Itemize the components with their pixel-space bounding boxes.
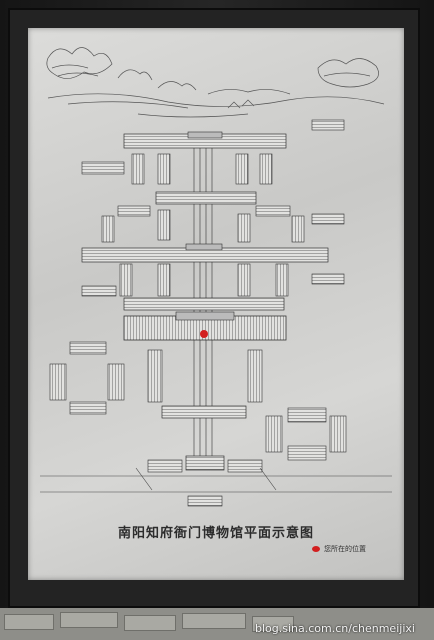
- you-are-here-marker: [200, 330, 208, 338]
- plaque-title: 南阳知府衙门博物馆平面示意图: [117, 526, 314, 541]
- map-plaque: 南阳知府衙门博物馆平面示意图 您所在的位置: [28, 28, 404, 580]
- landscape-engraving: [46, 47, 385, 118]
- legend: 您所在的位置: [312, 543, 366, 555]
- blog-watermark: blog.sina.com.cn/chenmeijixi: [255, 622, 415, 635]
- floor-plan-diagram: [40, 47, 392, 507]
- legend-label: 您所在的位置: [324, 545, 366, 553]
- sign-frame: 南阳知府衙门博物馆平面示意图 您所在的位置: [8, 8, 420, 608]
- location-dot-icon: [312, 546, 320, 552]
- pavement: [0, 608, 434, 640]
- street-lines: [40, 467, 392, 493]
